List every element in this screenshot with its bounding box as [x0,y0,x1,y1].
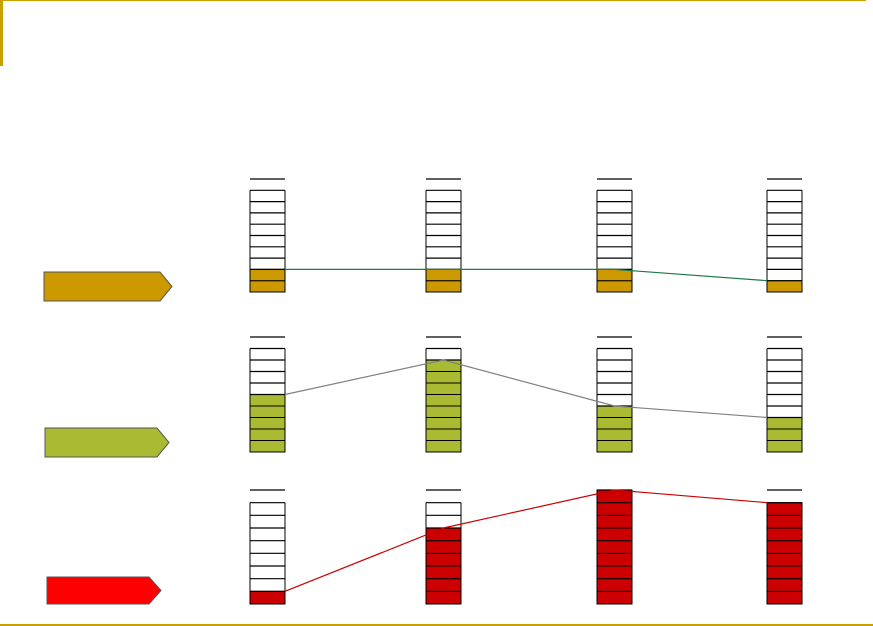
ladder-cell-filled [766,540,803,554]
ladder-cell-filled [596,578,633,592]
ladder-cell-filled [596,514,633,529]
ladder-cell-filled [249,417,286,430]
frame-left-border [0,0,3,66]
ladder-cell-filled [425,280,462,293]
ladder-cell-filled [596,552,633,567]
ladder-cell-filled [425,552,462,567]
ladder-cell-filled [425,578,462,592]
ladder-cell-filled [766,565,803,580]
row-3-trend-line [284,489,768,592]
ladder-cell-filled [766,280,803,293]
ladder-cell-filled [425,417,462,430]
ladder-cell-filled [425,382,462,395]
ladder-cell-filled [766,428,803,441]
row-3-arrow [46,576,162,605]
ladder-cell-filled [766,502,803,516]
ladder-cell-filled [766,590,803,605]
ladder-cell-filled [425,440,462,453]
ladder-cell-filled [425,405,462,418]
ladder-cell-filled [596,405,633,418]
ladder-cell-filled [596,540,633,554]
ladder-cell-filled [596,268,633,282]
ladder-cell-filled [249,440,286,453]
ladder-cell-filled [425,565,462,580]
ladder-cell-filled [425,540,462,554]
ladder-cell-filled [596,489,633,504]
ladder-cell-filled [249,394,286,407]
ladder-cell-filled [596,565,633,580]
ladder-cell-filled [425,527,462,542]
ladder-cell-filled [596,527,633,542]
row-2-arrow [44,427,170,458]
ladder-cell-filled [425,359,462,372]
ladder-cell-filled [766,514,803,529]
ladder-cell-filled [425,428,462,441]
ladder-cell-filled [596,440,633,453]
frame-bottom-border [0,624,873,626]
ladder-cell-filled [766,527,803,542]
ladder-cell-filled [425,590,462,605]
ladder-cell-filled [596,590,633,605]
row-2-trend-line [284,359,768,419]
ladder-cell-filled [249,405,286,418]
frame-top-border [0,0,866,1]
ladder-cell-filled [596,428,633,441]
ladder-cell-filled [596,417,633,430]
ladder-cell-filled [425,268,462,282]
ladder-cell-filled [425,394,462,407]
ladder-cell-filled [596,280,633,293]
ladder-cell-filled [766,578,803,592]
ladder-cell-filled [596,502,633,516]
ladder-cell-filled [766,552,803,567]
row-1-trend-line [285,268,768,282]
ladder-cell-filled [249,590,286,605]
ladder-cell-filled [766,440,803,453]
row-1-arrow [43,271,173,302]
ladder-cell-filled [425,371,462,384]
ladder-cell-filled [249,428,286,441]
ladder-cell-filled [249,268,286,282]
ladder-cell-filled [766,417,803,430]
ladder-cell-filled [249,280,286,293]
